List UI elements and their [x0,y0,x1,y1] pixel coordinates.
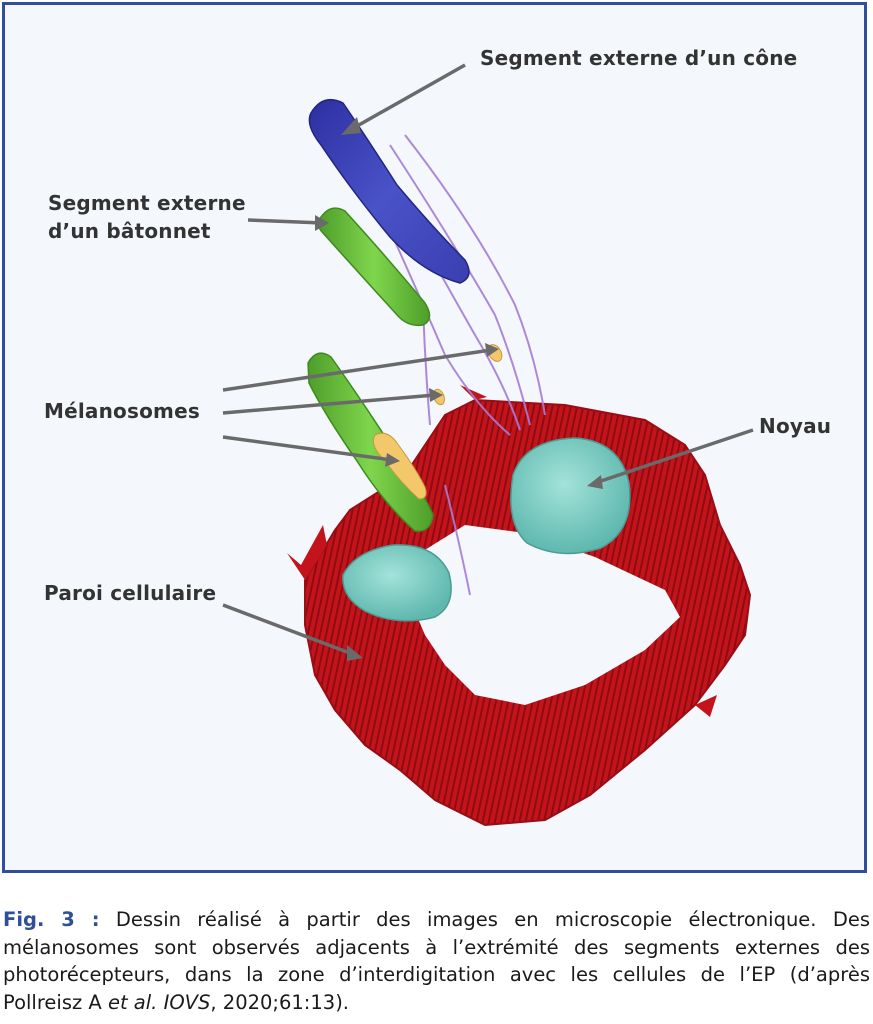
second-nucleus-shape [342,544,452,622]
cone-outer-segment-shape [308,98,470,284]
caption-text-part1: Dessin réalisé à partir des images en mi… [3,908,870,1014]
figure-caption: Fig. 3 : Dessin réalisé à partir des ima… [3,906,870,1016]
figure-reference: Fig. 3 : [3,908,100,931]
nucleus-shape [510,437,631,555]
leader-arrowheads [315,117,603,661]
rod-outer-segment-label-line2: d’un bâtonnet [48,219,211,243]
rod-outer-segment-shape [317,207,431,327]
melanosomes-label: Mélanosomes [44,399,200,423]
leader-lines [222,63,754,657]
rod-outer-segment-label-line1: Segment externe [48,191,246,215]
figure-panel: Segment externe d’un cône Segment extern… [2,2,867,873]
caption-text-part2: , 2020;61:13). [210,990,350,1014]
cell-illustration [222,63,754,827]
cone-outer-segment-label: Segment externe d’un cône [480,46,798,70]
cell-wall-label: Paroi cellulaire [44,581,217,605]
caption-citation-italic: et al. IOVS [107,990,211,1014]
nucleus-label: Noyau [759,414,832,438]
